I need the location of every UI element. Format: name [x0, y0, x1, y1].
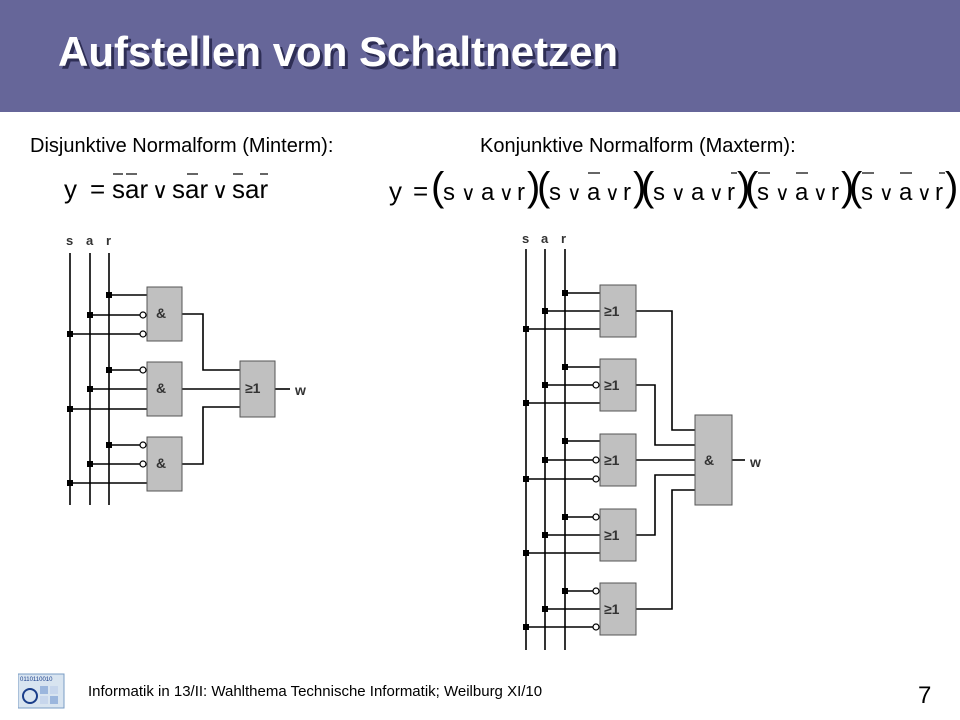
svg-text:&: &	[704, 452, 714, 468]
svg-text:≥1: ≥1	[604, 377, 620, 393]
svg-text:a: a	[795, 179, 809, 206]
svg-text:&: &	[156, 305, 166, 321]
svg-text:∨: ∨	[499, 183, 514, 205]
svg-text:s: s	[653, 179, 665, 206]
or-gate-3	[599, 433, 637, 487]
svg-text:r: r	[727, 179, 735, 206]
left-formula: y = sar ∨ sar ∨ sar	[64, 173, 268, 204]
left-output-w: w	[294, 382, 306, 398]
svg-text:≥1: ≥1	[604, 601, 620, 617]
right-formula-eq: =	[413, 176, 428, 206]
right-formula-lhs: y	[389, 176, 402, 206]
svg-text:): )	[527, 165, 540, 209]
svg-text:a: a	[899, 179, 913, 206]
left-input-a: a	[86, 233, 94, 248]
svg-text:∨: ∨	[605, 183, 620, 205]
svg-text:∨: ∨	[671, 183, 686, 205]
svg-text:(: (	[431, 165, 445, 209]
svg-text:s: s	[549, 179, 561, 206]
svg-text:∨: ∨	[917, 183, 932, 205]
left-input-r: r	[106, 233, 111, 248]
or-gate	[239, 360, 276, 418]
or-gate-5	[599, 582, 637, 636]
svg-text:a: a	[481, 179, 495, 206]
svg-text:(: (	[849, 165, 863, 209]
or-gate-2	[599, 358, 637, 412]
svg-text:r: r	[935, 179, 943, 206]
svg-text:sar: sar	[112, 174, 148, 204]
or-gate-1	[599, 284, 637, 338]
svg-text:(: (	[745, 165, 759, 209]
svg-text:): )	[841, 165, 854, 209]
right-output-w: w	[749, 454, 761, 470]
svg-text:s: s	[861, 179, 873, 206]
svg-text:): )	[945, 165, 958, 209]
svg-text:0110110010: 0110110010	[20, 677, 53, 683]
svg-text:&: &	[156, 380, 166, 396]
svg-text:sar: sar	[232, 174, 268, 204]
svg-text:(: (	[641, 165, 655, 209]
svg-text:∨: ∨	[813, 183, 828, 205]
right-input-s: s	[522, 231, 529, 246]
left-formula-eq: =	[90, 174, 105, 204]
right-formula: y = (s∨a∨r) (s∨a∨r) (s∨a∨r) (s∨a∨r) (s∨a…	[389, 165, 958, 209]
left-circuit: s a r & & & ≥1 w	[66, 233, 306, 505]
svg-text:r: r	[831, 179, 839, 206]
and-gate-3	[146, 436, 183, 492]
svg-text:∨: ∨	[461, 183, 476, 205]
svg-text:∨: ∨	[567, 183, 582, 205]
or-gate-4	[599, 508, 637, 562]
and-gate-1	[146, 286, 183, 342]
svg-text:r: r	[623, 179, 631, 206]
right-input-r: r	[561, 231, 566, 246]
right-circuit: s a r	[522, 231, 761, 650]
svg-text:s: s	[443, 179, 455, 206]
svg-text:a: a	[587, 179, 601, 206]
svg-text:∨: ∨	[879, 183, 894, 205]
svg-text:≥1: ≥1	[604, 303, 620, 319]
footer-text: Informatik in 13/II: Wahlthema Technisch…	[88, 683, 543, 700]
title-bar	[0, 0, 960, 112]
svg-text:∨: ∨	[212, 178, 228, 203]
svg-text:≥1: ≥1	[604, 452, 620, 468]
svg-text:≥1: ≥1	[245, 380, 261, 396]
left-formula-lhs: y	[64, 174, 77, 204]
slide-title: Aufstellen von Schaltnetzen	[58, 28, 619, 75]
and-gate	[694, 414, 733, 506]
svg-text:sar: sar	[172, 174, 208, 204]
right-input-a: a	[541, 231, 549, 246]
svg-text:): )	[737, 165, 750, 209]
and-gate-2	[146, 361, 183, 417]
school-logo: 0110110010	[18, 673, 65, 709]
svg-text:a: a	[691, 179, 705, 206]
svg-text:(: (	[537, 165, 551, 209]
left-input-s: s	[66, 233, 73, 248]
svg-text:r: r	[517, 179, 525, 206]
svg-text:s: s	[757, 179, 769, 206]
svg-text:∨: ∨	[709, 183, 724, 205]
left-heading: Disjunktive Normalform (Minterm):	[30, 135, 334, 157]
svg-text:): )	[633, 165, 646, 209]
svg-text:∨: ∨	[152, 178, 168, 203]
page-number: 7	[918, 682, 932, 709]
right-heading: Konjunktive Normalform (Maxterm):	[480, 135, 796, 157]
svg-text:≥1: ≥1	[604, 527, 620, 543]
svg-text:∨: ∨	[775, 183, 790, 205]
svg-text:&: &	[156, 455, 166, 471]
